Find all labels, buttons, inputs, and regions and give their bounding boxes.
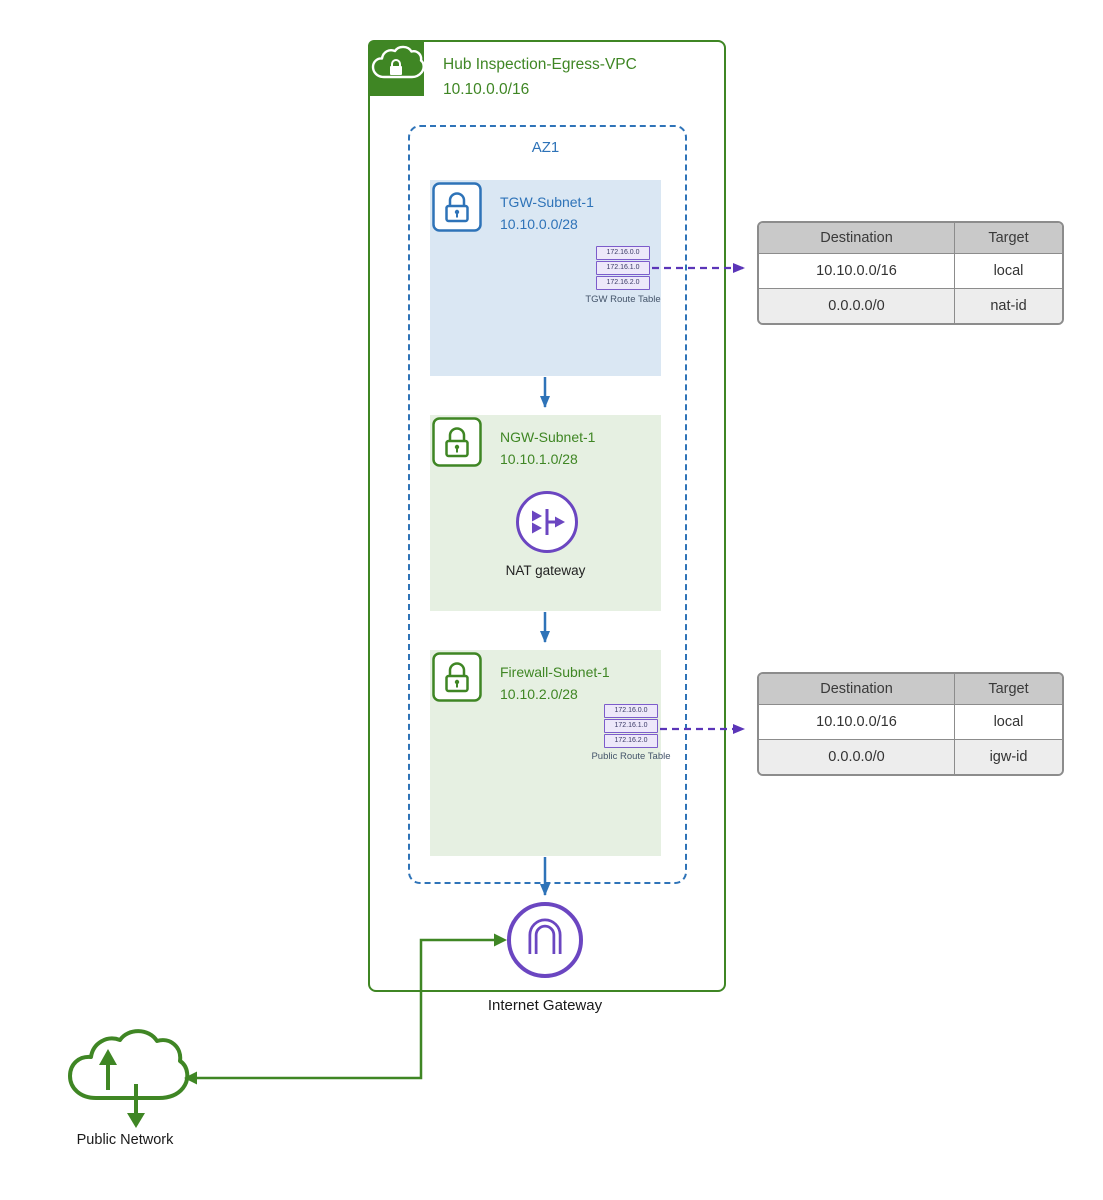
route-table-1-row-1: 10.10.0.0/16 local bbox=[759, 253, 1062, 288]
subnet-tgw-cidr: 10.10.0.0/28 bbox=[500, 216, 578, 232]
subnet-firewall-name: Firewall-Subnet-1 bbox=[500, 664, 610, 680]
public-network-icon bbox=[58, 1022, 192, 1134]
route-table-1-row-2-destination: 0.0.0.0/0 bbox=[828, 298, 885, 314]
vpc-cidr: 10.10.0.0/16 bbox=[443, 81, 530, 98]
nat-gateway-label: NAT gateway bbox=[505, 563, 586, 578]
route-table-1-row-2: 0.0.0.0/0 nat-id bbox=[759, 288, 1062, 323]
internet-gateway-label: Internet Gateway bbox=[487, 997, 603, 1014]
route-table-2: Destination Target 10.10.0.0/16 local 0.… bbox=[757, 672, 1064, 776]
vpc-title: Hub Inspection-Egress-VPC bbox=[443, 56, 637, 73]
subnet-firewall-header: Firewall-Subnet-1 10.10.2.0/28 bbox=[500, 661, 610, 705]
tgw-route-table-label: TGW Route Table bbox=[585, 294, 661, 305]
firewall-route-table-label: Public Route Table bbox=[591, 751, 671, 762]
az-label: AZ1 bbox=[531, 139, 560, 156]
route-table-2-header-row: Destination Target bbox=[759, 674, 1062, 704]
vpc-cloud-lock-icon bbox=[368, 40, 425, 96]
route-table-1: Destination Target 10.10.0.0/16 local 0.… bbox=[757, 221, 1064, 325]
subnet-ngw-header: NGW-Subnet-1 10.10.1.0/28 bbox=[500, 426, 595, 470]
subnet-firewall: Firewall-Subnet-1 10.10.2.0/28 172.16.0.… bbox=[430, 650, 671, 856]
route-table-1-row-2-target: nat-id bbox=[954, 289, 1062, 323]
route-table-2-row-2-target: igw-id bbox=[954, 740, 1062, 774]
route-table-2-header-destination: Destination bbox=[820, 681, 893, 697]
route-table-2-row-2: 0.0.0.0/0 igw-id bbox=[759, 739, 1062, 774]
route-table-2-row-1-destination: 10.10.0.0/16 bbox=[816, 714, 897, 730]
vpc-header: Hub Inspection-Egress-VPC 10.10.0.0/16 bbox=[443, 52, 637, 102]
route-table-1-header-row: Destination Target bbox=[759, 223, 1062, 253]
route-entry-chip: 172.16.1.0 bbox=[604, 719, 658, 733]
subnet-ngw: NGW-Subnet-1 10.10.1.0/28 NAT gateway bbox=[430, 415, 661, 611]
subnet-firewall-cidr: 10.10.2.0/28 bbox=[500, 686, 578, 702]
subnet-tgw: TGW-Subnet-1 10.10.0.0/28 172.16.0.0 172… bbox=[430, 180, 661, 376]
route-table-2-row-1-target: local bbox=[954, 705, 1062, 739]
route-entry-chip: 172.16.0.0 bbox=[604, 704, 658, 718]
subnet-ngw-name: NGW-Subnet-1 bbox=[500, 429, 596, 445]
private-subnet-lock-icon bbox=[430, 650, 484, 704]
private-subnet-lock-icon bbox=[430, 180, 484, 234]
route-table-1-row-1-destination: 10.10.0.0/16 bbox=[816, 263, 897, 279]
route-entry-chip: 172.16.2.0 bbox=[604, 734, 658, 748]
route-table-1-header-destination: Destination bbox=[820, 230, 893, 246]
nat-gateway-icon bbox=[516, 491, 578, 553]
firewall-route-table-stack-icon: 172.16.0.0 172.16.1.0 172.16.2.0 bbox=[604, 704, 658, 749]
subnet-tgw-header: TGW-Subnet-1 10.10.0.0/28 bbox=[500, 191, 594, 235]
subnet-ngw-cidr: 10.10.1.0/28 bbox=[500, 451, 578, 467]
public-network-label: Public Network bbox=[76, 1132, 174, 1148]
route-table-1-row-1-target: local bbox=[954, 254, 1062, 288]
subnet-tgw-name: TGW-Subnet-1 bbox=[500, 194, 594, 210]
route-entry-chip: 172.16.2.0 bbox=[596, 276, 650, 290]
route-table-2-row-2-destination: 0.0.0.0/0 bbox=[828, 749, 885, 765]
route-table-2-header-target: Target bbox=[954, 674, 1062, 704]
route-table-2-row-1: 10.10.0.0/16 local bbox=[759, 704, 1062, 739]
route-entry-chip: 172.16.1.0 bbox=[596, 261, 650, 275]
route-entry-chip: 172.16.0.0 bbox=[596, 246, 650, 260]
route-table-1-header-target: Target bbox=[954, 223, 1062, 253]
az-box bbox=[408, 125, 687, 884]
private-subnet-lock-icon bbox=[430, 415, 484, 469]
tgw-route-table-stack-icon: 172.16.0.0 172.16.1.0 172.16.2.0 bbox=[596, 246, 650, 291]
internet-gateway-icon bbox=[507, 902, 583, 978]
